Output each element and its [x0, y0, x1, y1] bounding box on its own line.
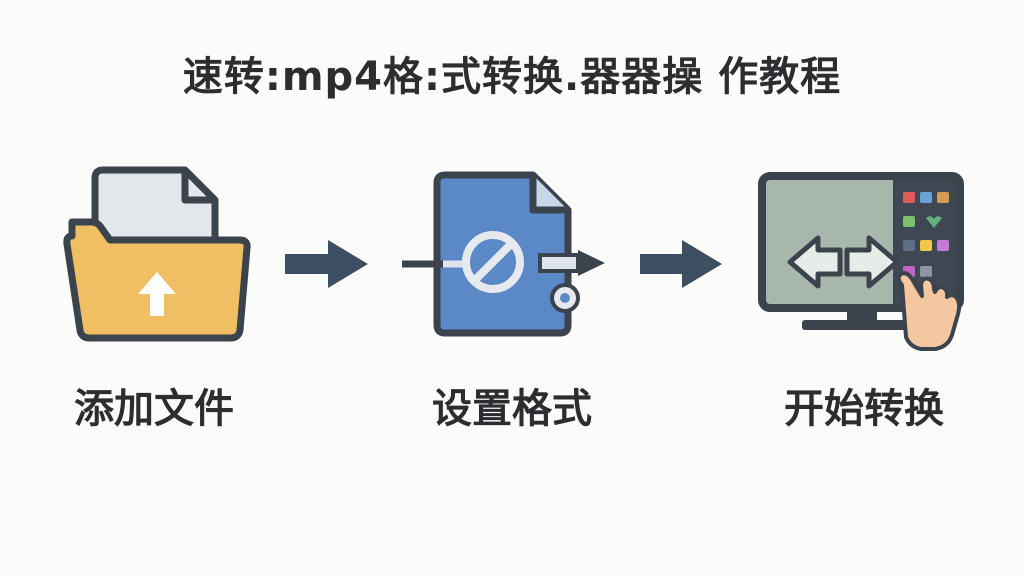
step-label-add-file: 添加文件 [74, 386, 234, 432]
arrow-right-icon [285, 240, 368, 288]
page-title: 速转:mp4格:式转换.器器操 作教程 [182, 54, 842, 100]
step-label-start-convert: 开始转换 [784, 386, 944, 432]
step-label-set-format: 设置格式 [432, 386, 592, 432]
arrow-right-icon [640, 240, 722, 288]
folder-upload-icon [63, 166, 251, 342]
format-settings-icon [402, 171, 605, 337]
monitor-convert-icon [758, 172, 964, 351]
